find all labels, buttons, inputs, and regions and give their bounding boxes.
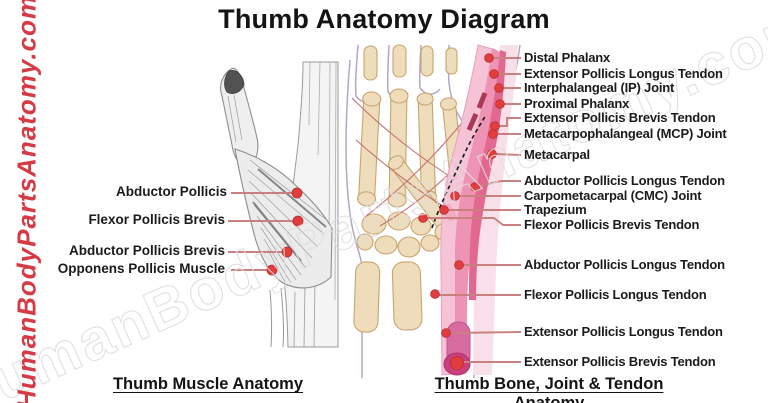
label-carpometacarpal-cmc-joint: Carpometacarpal (CMC) Joint bbox=[524, 188, 702, 203]
leader-lines bbox=[228, 57, 522, 363]
hand-outline bbox=[345, 44, 521, 379]
label-extensor-pollicis-brevis-tendon-top: Extensor Pollicis Brevis Tendon bbox=[524, 110, 716, 125]
finger-bones bbox=[353, 44, 468, 333]
label-flexor-pollicis-longus-tendon: Flexor Pollicis Longus Tendon bbox=[524, 287, 707, 302]
label-abductor-pollicis-brevis: Abductor Pollicis Brevis bbox=[68, 243, 225, 258]
label-abductor-pollicis-longus-tendon-upper: Abductor Pollicis Longus Tendon bbox=[524, 173, 725, 188]
tendon-outline-curves bbox=[351, 97, 481, 227]
caption-thumb-muscle-anatomy: Thumb Muscle Anatomy bbox=[112, 375, 304, 393]
caption-thumb-bone-joint-tendon-anatomy: Thumb Bone, Joint & Tendon Anatomy bbox=[434, 375, 664, 403]
bone-tendon-illustration bbox=[345, 44, 521, 379]
label-abductor-pollicis: Abductor Pollicis bbox=[115, 184, 227, 199]
marker-dots bbox=[266, 53, 505, 370]
page-title: Thumb Anatomy Diagram bbox=[218, 4, 550, 34]
label-extensor-pollicis-longus-tendon-bottom: Extensor Pollicis Longus Tendon bbox=[524, 324, 723, 339]
label-flexor-pollicis-brevis-tendon: Flexor Pollicis Brevis Tendon bbox=[524, 217, 700, 232]
thumb-tendons bbox=[431, 44, 518, 376]
label-extensor-pollicis-longus-tendon-top: Extensor Pollicis Longus Tendon bbox=[524, 66, 723, 81]
label-extensor-pollicis-brevis-tendon-bottom: Extensor Pollicis Brevis Tendon bbox=[524, 354, 716, 369]
muscle-illustration bbox=[220, 61, 339, 348]
label-metacarpophalangeal-mcp-joint: Metacarpophalangeal (MCP) Joint bbox=[524, 126, 727, 141]
label-abductor-pollicis-longus-tendon-lower: Abductor Pollicis Longus Tendon bbox=[524, 257, 725, 272]
label-opponens-pollicis-muscle: Opponens Pollicis Muscle bbox=[57, 261, 225, 276]
label-metacarpal: Metacarpal bbox=[524, 147, 590, 162]
side-watermark-text: HumanBodyPartsAnatomy.com bbox=[11, 0, 42, 403]
label-distal-phalanx: Distal Phalanx bbox=[524, 50, 611, 65]
label-proximal-phalanx: Proximal Phalanx bbox=[524, 96, 630, 111]
label-interphalangeal-ip-joint: Interphalangeal (IP) Joint bbox=[524, 80, 675, 95]
label-trapezium: Trapezium bbox=[524, 202, 587, 217]
label-flexor-pollicis-brevis: Flexor Pollicis Brevis bbox=[88, 212, 225, 227]
